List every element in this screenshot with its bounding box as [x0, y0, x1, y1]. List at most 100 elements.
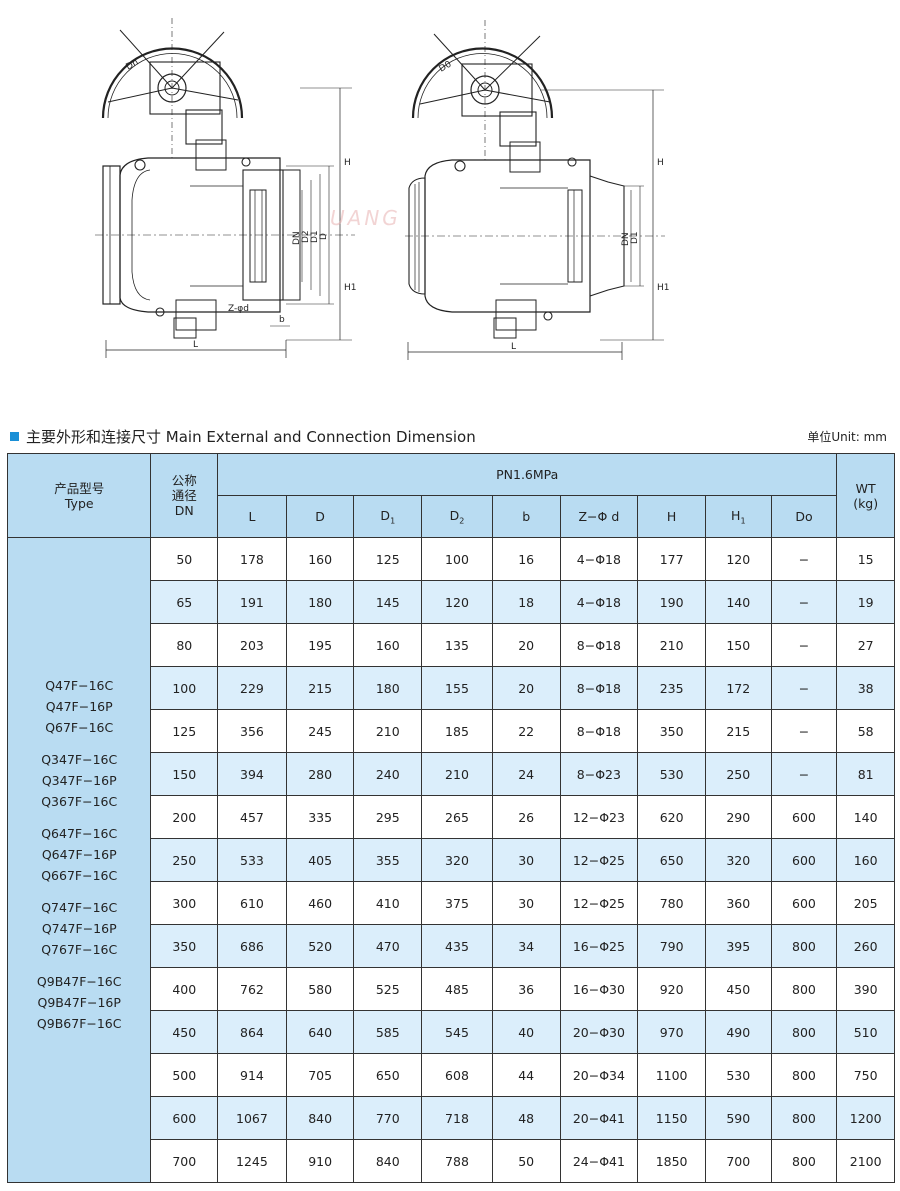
watermark: UANG	[330, 206, 401, 230]
cell-do: −	[770, 580, 838, 624]
model-type: Q9B47F−16P	[37, 995, 121, 1010]
cell-dn: 80	[150, 623, 219, 667]
column-header: Z−Φ d	[559, 495, 639, 538]
cell-h: 920	[637, 967, 706, 1011]
cell-d: 180	[285, 580, 355, 624]
column-header-subscript: 1	[390, 516, 396, 526]
cell-d: 640	[285, 1010, 355, 1054]
header-wt: WT (kg)	[836, 453, 895, 538]
cell-h1: 395	[704, 924, 772, 968]
cell-l: 1245	[217, 1139, 287, 1183]
flanged-valve-dimension-labels: Dn H H1 DN D2 D1 D Z-φd b L	[125, 58, 357, 350]
welded-valve-drawing	[405, 20, 665, 360]
cell-dn: 100	[150, 666, 219, 710]
cell-l: 203	[217, 623, 287, 667]
cell-dn: 350	[150, 924, 219, 968]
column-header: D2	[421, 495, 493, 538]
label-d1: D1	[630, 231, 640, 244]
cell-wt: 15	[836, 537, 895, 581]
cell-wt: 390	[836, 967, 895, 1011]
model-type: Q647F−16C	[41, 826, 118, 841]
cell-dn: 500	[150, 1053, 219, 1097]
cell-b: 24	[491, 752, 561, 796]
label-d1: D1	[310, 230, 320, 243]
cell-h: 177	[637, 537, 706, 581]
column-header-label: L	[248, 509, 256, 524]
cell-l: 533	[217, 838, 287, 882]
cell-d2: 545	[421, 1010, 493, 1054]
label-d: D	[319, 233, 329, 240]
cell-zd: 20−Φ41	[559, 1096, 639, 1140]
cell-zd: 20−Φ30	[559, 1010, 639, 1054]
cell-l: 229	[217, 666, 287, 710]
cell-d1: 240	[353, 752, 423, 796]
cell-zd: 8−Φ18	[559, 666, 639, 710]
cell-h1: 450	[704, 967, 772, 1011]
cell-b: 44	[491, 1053, 561, 1097]
cell-l: 356	[217, 709, 287, 753]
cell-d1: 295	[353, 795, 423, 839]
cell-h: 970	[637, 1010, 706, 1054]
cell-d1: 160	[353, 623, 423, 667]
cell-do: 800	[770, 924, 838, 968]
cell-d1: 470	[353, 924, 423, 968]
cell-do: −	[770, 537, 838, 581]
label-dn: DN	[621, 232, 631, 246]
cell-d2: 435	[421, 924, 493, 968]
column-header-label: b	[522, 509, 531, 524]
cell-b: 18	[491, 580, 561, 624]
cell-d: 705	[285, 1053, 355, 1097]
cell-d2: 155	[421, 666, 493, 710]
model-type: Q747F−16C	[41, 900, 118, 915]
cell-d2: 320	[421, 838, 493, 882]
cell-wt: 750	[836, 1053, 895, 1097]
label-zd: Z-φd	[228, 304, 249, 314]
label-h1: H1	[344, 283, 357, 293]
cell-l: 864	[217, 1010, 287, 1054]
cell-b: 30	[491, 881, 561, 925]
cell-d1: 125	[353, 537, 423, 581]
cell-d2: 185	[421, 709, 493, 753]
cell-zd: 8−Φ18	[559, 709, 639, 753]
cell-h1: 290	[704, 795, 772, 839]
column-header-label: Z−Φ d	[578, 509, 620, 524]
cell-h1: 120	[704, 537, 772, 581]
cell-wt: 19	[836, 580, 895, 624]
cell-dn: 400	[150, 967, 219, 1011]
cell-dn: 600	[150, 1096, 219, 1140]
label-d2: D2	[301, 230, 311, 243]
cell-h: 620	[637, 795, 706, 839]
cell-do: 800	[770, 967, 838, 1011]
column-header: D1	[353, 495, 423, 538]
cell-dn: 125	[150, 709, 219, 753]
model-type: Q67F−16C	[45, 720, 114, 735]
column-header: L	[217, 495, 287, 538]
bullet-square-icon	[10, 431, 19, 441]
cell-wt: 2100	[836, 1139, 895, 1183]
cell-zd: 20−Φ34	[559, 1053, 639, 1097]
cell-d2: 718	[421, 1096, 493, 1140]
cell-b: 20	[491, 623, 561, 667]
cell-l: 457	[217, 795, 287, 839]
cell-d2: 375	[421, 881, 493, 925]
cell-l: 686	[217, 924, 287, 968]
model-type: Q367F−16C	[41, 794, 118, 809]
section-title: 主要外形和连接尺寸 Main External and Connection D…	[26, 427, 476, 446]
column-header-label: H	[666, 509, 677, 524]
cell-d2: 210	[421, 752, 493, 796]
column-header-subscript: 1	[740, 516, 746, 526]
cell-zd: 8−Φ18	[559, 623, 639, 667]
cell-h: 1850	[637, 1139, 706, 1183]
cell-h: 780	[637, 881, 706, 925]
cell-h1: 360	[704, 881, 772, 925]
cell-h: 190	[637, 580, 706, 624]
cell-dn: 450	[150, 1010, 219, 1054]
cell-h: 235	[637, 666, 706, 710]
